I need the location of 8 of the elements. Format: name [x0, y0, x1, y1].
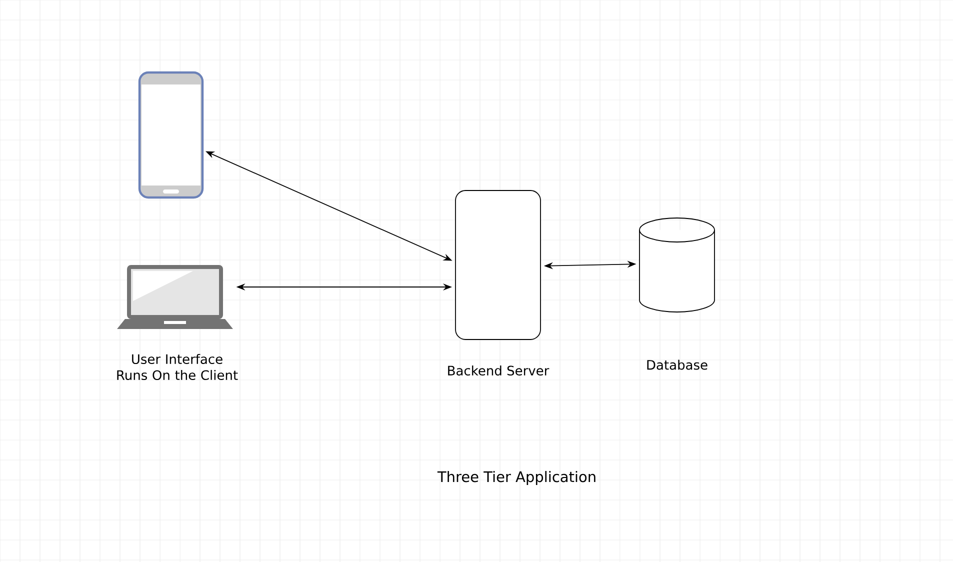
phone-drawing [138, 71, 204, 199]
database-cylinder: Database [639, 218, 715, 370]
node-caption: User Interface Runs On the Client [117, 354, 238, 380]
node-label: Backend Server [448, 365, 550, 376]
laptop-drawing [117, 265, 233, 329]
server-box: Backend Server [448, 190, 550, 376]
caption: Three Tier Application [437, 470, 596, 485]
node-label: Database [647, 360, 708, 370]
